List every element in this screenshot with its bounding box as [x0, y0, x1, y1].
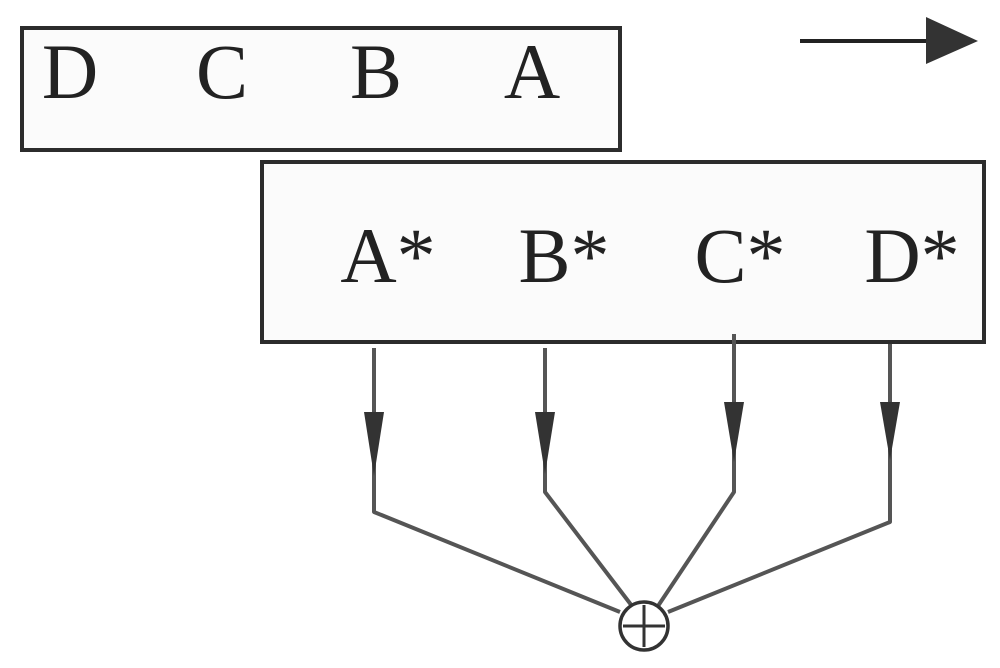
circle-plus-icon: [618, 600, 670, 652]
shifted-cell-b-star: B*: [518, 212, 609, 299]
shifted-cell-c-star: C*: [694, 212, 785, 299]
shifted-cell-d-star: D*: [864, 212, 959, 299]
reference-register: D C B A: [20, 26, 622, 152]
shifted-register: A* B* C* D*: [260, 160, 986, 344]
reference-cell-c: C: [196, 28, 248, 115]
reference-cell-b: B: [350, 28, 402, 115]
down-arrow-icon: [364, 412, 384, 476]
shifted-cell-a-star: A*: [340, 212, 435, 299]
down-arrow-icon: [724, 402, 744, 462]
right-arrow-icon: [800, 17, 978, 64]
tap-line-c-star: [656, 334, 736, 608]
down-arrow-icon: [535, 412, 555, 474]
tap-connectors: [364, 334, 900, 614]
down-arrow-icon: [880, 402, 900, 460]
tap-line-a-star: [372, 348, 621, 614]
reference-cell-a: A: [504, 28, 560, 115]
tap-line-d-star: [667, 344, 892, 614]
reference-register-box: [20, 26, 622, 152]
tap-line-b-star: [543, 348, 634, 608]
shifted-register-box: [260, 160, 986, 344]
reference-cell-d: D: [42, 28, 98, 115]
